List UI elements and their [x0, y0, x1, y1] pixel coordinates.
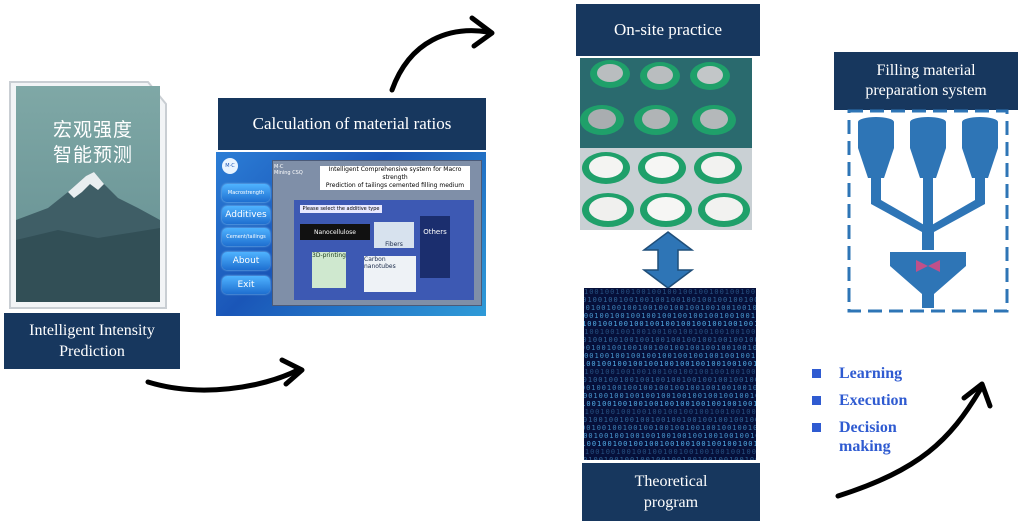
bullet-square-icon: [812, 396, 821, 405]
others-tile: Others: [420, 216, 450, 278]
hopper-system-icon: [847, 109, 1009, 313]
bullet-text: Decision making: [839, 419, 897, 455]
software-logo-text-line2: Mining CSQ: [274, 170, 303, 176]
bullet-square-icon: [812, 423, 821, 432]
theory-label-line1: Theoretical: [634, 473, 708, 490]
intensity-label-line1: Intelligent Intensity: [29, 322, 155, 339]
sw-button-macrostrength: Macrostrength: [222, 184, 270, 202]
bullet-text: Execution: [839, 392, 908, 409]
theory-label-line2: program: [643, 494, 699, 511]
arrow-prediction-to-ratios: [145, 367, 301, 393]
sw-button-additives: Additives: [222, 206, 270, 224]
bidirectional-arrow-icon: [641, 231, 695, 289]
sample-cups-row-3: [582, 152, 742, 184]
phone-title-line2: 智能预测: [52, 144, 133, 166]
phone-title: 宏观强度 智能预测: [38, 118, 148, 168]
carbon-nanotubes-label: Carbon nanotubes: [364, 256, 396, 270]
bullet-text: Learning: [839, 365, 903, 382]
software-logo-text-line1: M·C: [274, 164, 284, 170]
material-ratios-label: Calculation of material ratios: [218, 98, 486, 150]
intensity-label-line2: Prediction: [59, 343, 125, 360]
sw-button-about: About: [222, 252, 270, 270]
sw-button-macrostrength-label: Macrostrength: [227, 190, 265, 196]
software-logo-text: M·C Mining CSQ: [274, 164, 303, 176]
sw-button-exit: Exit: [222, 276, 270, 294]
fibers-tile: Fibers: [374, 222, 414, 248]
sample-cups-image: [580, 58, 752, 230]
fibers-label: Fibers: [385, 241, 403, 248]
filling-label-line2: preparation system: [865, 82, 987, 99]
intelligent-intensity-prediction-label: Intelligent Intensity Prediction: [4, 313, 180, 369]
bullet-decision-making: Decision making: [812, 418, 952, 462]
binary-data-image: 1001001001001001001001001001001001001001…: [584, 288, 756, 460]
arrow-head-1: [279, 357, 305, 387]
bullet-list: Learning Execution Decision making: [812, 364, 952, 462]
printing-label: 3D-printing: [312, 252, 346, 259]
sample-cups-photo: [580, 58, 752, 230]
sw-button-additives-label: Additives: [225, 210, 267, 220]
arrow-ratios-to-practice: [389, 28, 491, 93]
software-screenshot: M·C Macrostrength Additives Cement/taili…: [216, 152, 486, 316]
software-header: Intelligent Comprehensive system for Mac…: [320, 166, 470, 190]
mountain-image: [9, 81, 167, 309]
software-logo: M·C: [222, 158, 238, 174]
filling-material-system-label: Filling material preparation system: [834, 52, 1018, 110]
prediction-phone-card: [8, 80, 168, 310]
additive-prompt: Please select the additive type: [300, 205, 382, 213]
theoretical-program-label: Theoretical program: [582, 463, 760, 521]
sample-cups-row-2: [580, 105, 736, 135]
sample-cups-row-1: [590, 60, 730, 90]
sw-button-cement-label: Cement/tailings: [226, 234, 266, 240]
phone-title-line1: 宏观强度: [52, 119, 133, 141]
others-label: Others: [423, 228, 447, 236]
nanocellulose-tile: Nanocellulose: [300, 224, 370, 240]
bullet-learning: Learning: [812, 364, 952, 391]
software-header-line2: Prediction of tailings cemented filling …: [325, 182, 465, 189]
sw-button-exit-label: Exit: [237, 280, 255, 290]
sw-button-about-label: About: [232, 256, 260, 266]
arrow-head-2: [469, 15, 495, 49]
on-site-practice-label: On-site practice: [576, 4, 760, 56]
arrow-head-3: [961, 381, 993, 409]
software-header-line1: Intelligent Comprehensive system for Mac…: [328, 166, 462, 181]
bullet-execution: Execution: [812, 391, 952, 418]
filling-label-line1: Filling material: [876, 62, 976, 79]
nanocellulose-label: Nanocellulose: [314, 228, 356, 236]
sw-button-cement: Cement/tailings: [222, 228, 270, 246]
carbon-nanotubes-tile: Carbon nanotubes: [364, 256, 416, 292]
printing-tile: 3D-printing: [312, 252, 346, 288]
sample-cups-row-4: [582, 193, 750, 227]
bullet-square-icon: [812, 369, 821, 378]
